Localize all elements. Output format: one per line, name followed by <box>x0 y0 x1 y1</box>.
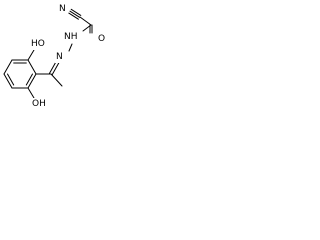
imine-nitrogen-label: N <box>56 52 63 62</box>
cyano-triple-bond <box>68 8 82 20</box>
hydroxyl-bottom-label: OH <box>32 99 46 109</box>
carbonyl-oxygen-label: O <box>98 34 105 44</box>
hydroxyl-top-label: HO <box>31 39 45 49</box>
hydrazine-bond <box>68 43 73 52</box>
amide-bond <box>82 24 92 32</box>
hydroxyl-top-bond <box>27 49 35 61</box>
methyl-bond <box>50 73 63 87</box>
carbonyl-double-bond <box>89 24 93 34</box>
benzene-ring <box>3 59 37 89</box>
cyano-nitrogen-label: N <box>59 4 66 14</box>
amide-nh-label: NH <box>64 32 78 42</box>
chemical-structure-diagram: N O NH N HO OH <box>3 3 107 110</box>
hydroxyl-bottom-bond <box>27 87 35 99</box>
nitrile-carbon-bond <box>79 16 92 26</box>
